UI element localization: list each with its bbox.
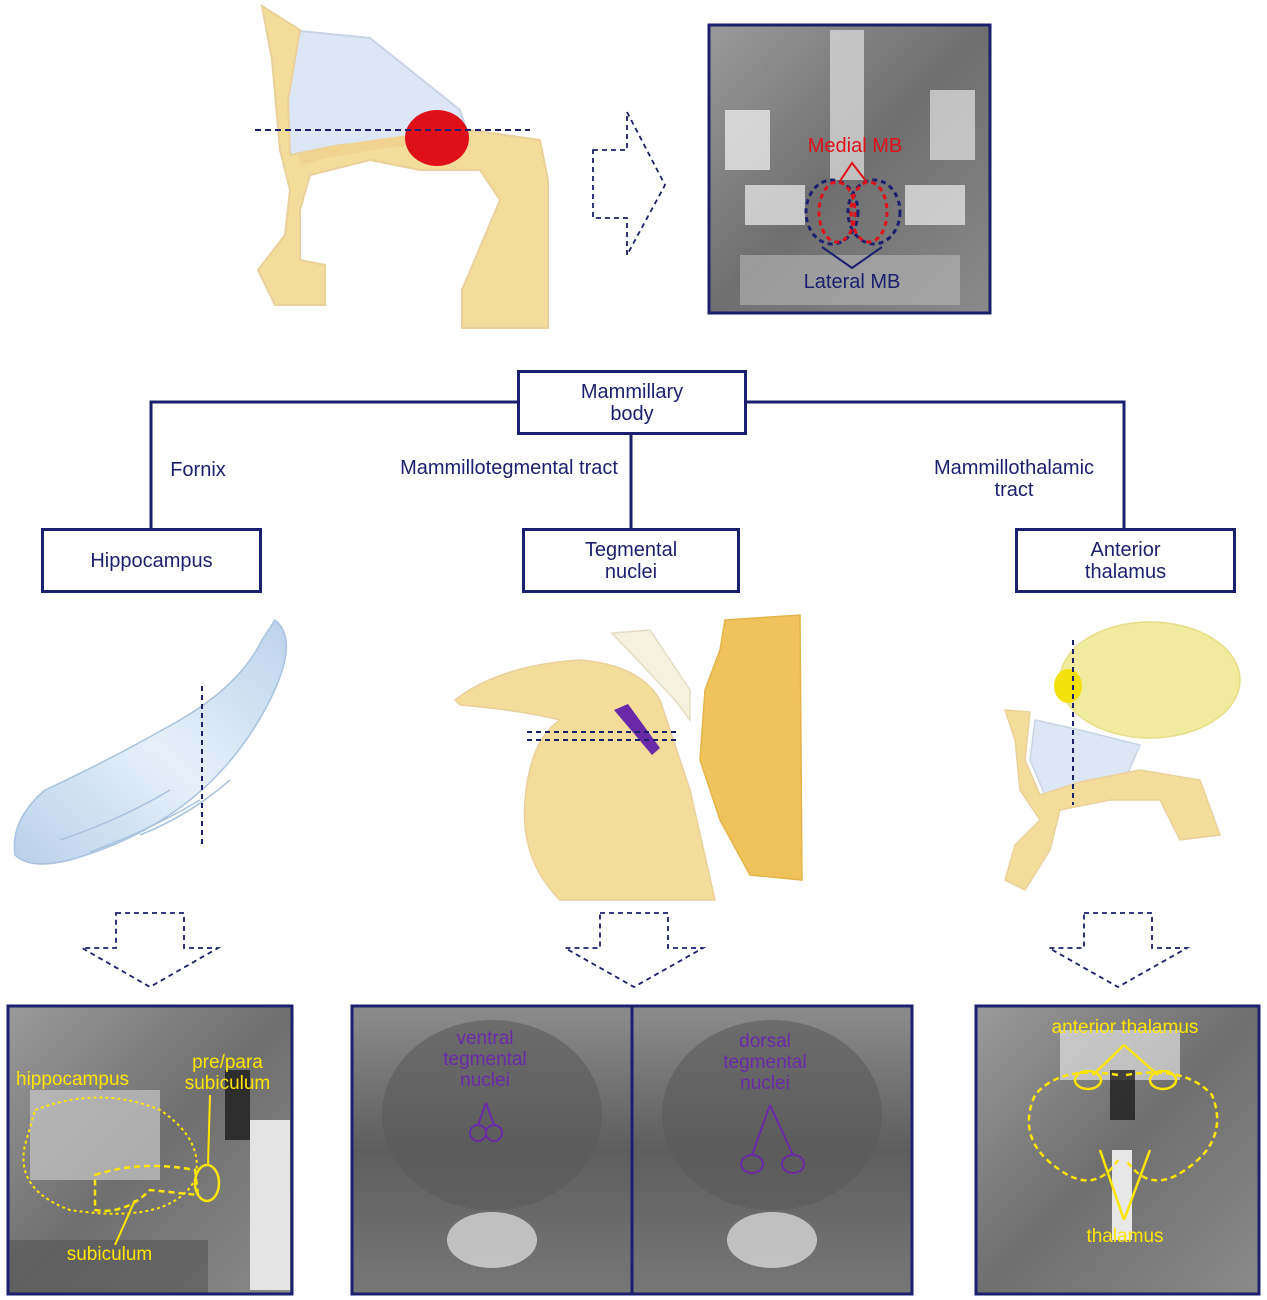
hippocampus-mri-panel	[6, 1004, 294, 1296]
hippocampus-box: Hippocampus	[41, 528, 262, 593]
top-sagittal-schematic	[255, 3, 549, 329]
lateral-mb-outline-right	[846, 178, 902, 246]
subiculum-mri-label: subiculum	[66, 1244, 153, 1265]
tegmental-schematic	[453, 614, 803, 901]
lateral-mb-label: Lateral MB	[803, 271, 901, 293]
mammillotegmental-tract-label: Mammillotegmental tract	[400, 457, 618, 479]
mammillary-body-box: Mammillary body	[517, 370, 747, 435]
fornix-label: Fornix	[170, 459, 226, 481]
tegmental-mri-panels	[350, 1004, 914, 1296]
medial-mb-outline-left	[817, 180, 857, 244]
tegmental-nuclei-box: Tegmental nuclei	[522, 528, 740, 593]
fornix-tract	[298, 135, 411, 165]
down-arrow-left	[78, 912, 222, 989]
hierarchy-connectors	[149, 400, 1126, 528]
lateral-mb-outline-left	[804, 178, 860, 246]
thalamus-schematic	[1003, 621, 1241, 891]
lateral-mb-pointer	[821, 246, 883, 270]
down-arrow-right	[1045, 912, 1191, 989]
hippocampus-schematic	[13, 618, 287, 865]
dorsal-tegmental-mri-label: dorsal tegmental nuclei	[723, 1031, 807, 1094]
thalamus-mri-label: thalamus	[1086, 1226, 1164, 1247]
mammillothalamic-tract-label: Mammillothalamic tract	[933, 457, 1095, 501]
medial-mb-pointer	[839, 161, 867, 182]
anterior-thalamus-mri-label: anterior thalamus	[1051, 1017, 1199, 1038]
hippocampus-mri-label: hippocampus	[16, 1069, 130, 1090]
down-arrow-middle	[561, 912, 707, 989]
thalamus-mri-panel	[974, 1004, 1261, 1296]
medial-mb-label: Medial MB	[807, 135, 903, 157]
ventral-tegmental-mri-label: ventral tegmental nuclei	[443, 1028, 527, 1091]
top-mri-panel	[707, 23, 992, 315]
mammillary-body-red	[405, 110, 469, 166]
presubiculum-mri-label: pre/para subiculum	[184, 1052, 271, 1094]
top-hollow-arrow	[592, 111, 667, 256]
medial-mb-outline-right	[849, 180, 889, 244]
anterior-thalamus-box: Anterior thalamus	[1015, 528, 1236, 593]
